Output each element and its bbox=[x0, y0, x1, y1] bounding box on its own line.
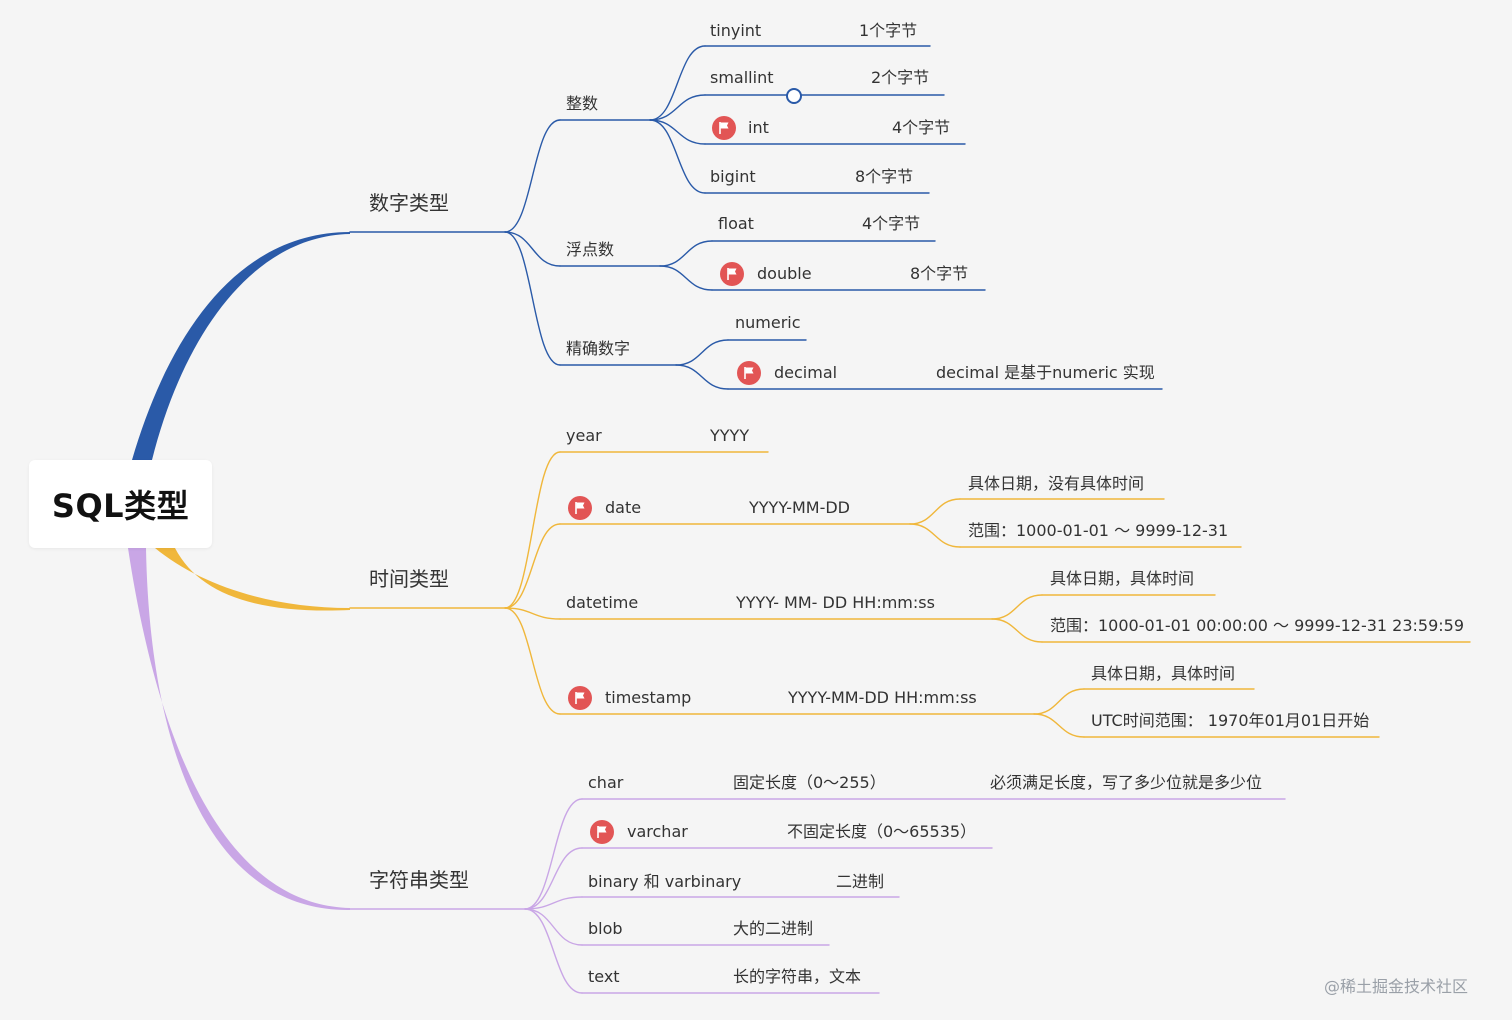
integer-item-size: 4个字节 bbox=[892, 118, 951, 137]
category-numeric[interactable]: 数字类型 bbox=[369, 191, 449, 215]
category-time[interactable]: 时间类型 bbox=[369, 567, 449, 591]
time-item-detail: UTC时间范围： 1970年01月01日开始 bbox=[1091, 711, 1370, 730]
connector bbox=[524, 896, 583, 910]
connector bbox=[524, 908, 583, 946]
exact-item-name[interactable]: numeric bbox=[735, 313, 801, 332]
flag-icon bbox=[712, 116, 736, 140]
time-item-name[interactable]: date bbox=[605, 498, 642, 517]
string-item-name[interactable]: binary 和 varbinary bbox=[588, 872, 742, 891]
connector bbox=[675, 339, 729, 366]
connector bbox=[504, 451, 561, 609]
exact-item-name[interactable]: decimal bbox=[774, 363, 838, 382]
connector bbox=[659, 240, 713, 267]
time-item-format: YYYY- MM- DD HH:mm:ss bbox=[736, 593, 935, 612]
integer-item-name[interactable]: bigint bbox=[710, 167, 756, 186]
time-item-format: YYYY-MM-DD HH:mm:ss bbox=[788, 688, 977, 707]
float-item-name[interactable]: float bbox=[718, 214, 754, 233]
flag-icon bbox=[568, 496, 592, 520]
connector bbox=[504, 523, 561, 609]
string-item-name[interactable]: char bbox=[588, 773, 624, 792]
flag-icon bbox=[737, 361, 761, 385]
branch-band-numeric bbox=[132, 232, 350, 460]
branch-band-string bbox=[128, 548, 350, 911]
subcategory-float[interactable]: 浮点数 bbox=[566, 240, 615, 259]
time-item-detail: 范围：1000-01-01 ～ 9999-12-31 bbox=[968, 521, 1229, 540]
connector bbox=[1033, 713, 1085, 738]
root-node[interactable]: SQL类型 bbox=[29, 460, 212, 548]
connector bbox=[504, 231, 561, 267]
string-item-desc: 长的字符串，文本 bbox=[733, 967, 862, 986]
integer-item-size: 1个字节 bbox=[859, 21, 918, 40]
integer-item-size: 8个字节 bbox=[855, 167, 914, 186]
connector bbox=[524, 908, 583, 994]
flag-icon bbox=[590, 820, 614, 844]
root-title: SQL类型 bbox=[51, 487, 190, 525]
time-item-detail: 具体日期，具体时间 bbox=[1050, 569, 1195, 588]
connector bbox=[524, 847, 583, 910]
string-item-name[interactable]: varchar bbox=[627, 822, 688, 841]
subcategory-exact[interactable]: 精确数字 bbox=[566, 339, 631, 358]
time-item-name[interactable]: timestamp bbox=[605, 688, 692, 707]
connector bbox=[649, 119, 706, 145]
flag-icon bbox=[720, 262, 744, 286]
time-item-format: YYYY bbox=[710, 426, 750, 445]
watermark: @稀土掘金技术社区 bbox=[1324, 977, 1469, 996]
branch-band-time bbox=[155, 548, 350, 611]
time-item-format: YYYY-MM-DD bbox=[749, 498, 850, 517]
string-item-desc: 二进制 bbox=[836, 872, 885, 891]
integer-item-name[interactable]: int bbox=[748, 118, 769, 137]
collapse-toggle[interactable] bbox=[786, 88, 802, 104]
subcategory-integer[interactable]: 整数 bbox=[566, 94, 599, 113]
exact-item-note: decimal 是基于numeric 实现 bbox=[936, 363, 1155, 382]
connector bbox=[504, 119, 561, 233]
integer-item-size: 2个字节 bbox=[871, 68, 930, 87]
time-item-name[interactable]: datetime bbox=[566, 593, 639, 612]
flag-icon bbox=[568, 686, 592, 710]
connector bbox=[504, 231, 561, 366]
connector bbox=[909, 498, 961, 525]
time-item-name[interactable]: year bbox=[566, 426, 602, 445]
float-item-size: 8个字节 bbox=[910, 264, 969, 283]
connector bbox=[909, 523, 961, 548]
string-item-name[interactable]: blob bbox=[588, 919, 623, 938]
time-item-detail: 具体日期，没有具体时间 bbox=[968, 474, 1145, 493]
integer-item-name[interactable]: smallint bbox=[710, 68, 774, 87]
connector bbox=[991, 618, 1043, 643]
connector bbox=[649, 94, 706, 121]
connector bbox=[504, 607, 561, 620]
connector bbox=[659, 265, 713, 291]
integer-item-name[interactable]: tinyint bbox=[710, 21, 762, 40]
string-item-desc: 固定长度（0～255） bbox=[733, 773, 886, 792]
connector bbox=[649, 45, 706, 121]
category-string[interactable]: 字符串类型 bbox=[369, 868, 469, 892]
float-item-name[interactable]: double bbox=[757, 264, 812, 283]
string-item-desc: 大的二进制 bbox=[733, 919, 814, 938]
string-item-name[interactable]: text bbox=[588, 967, 620, 986]
string-item-note: 必须满足长度，写了多少位就是多少位 bbox=[990, 773, 1263, 792]
string-item-desc: 不固定长度（0～65535） bbox=[787, 822, 977, 841]
float-item-size: 4个字节 bbox=[862, 214, 921, 233]
connector bbox=[675, 364, 729, 390]
connector bbox=[991, 594, 1043, 620]
connector bbox=[1033, 688, 1085, 715]
connector bbox=[524, 798, 583, 910]
time-item-detail: 范围：1000-01-01 00:00:00 ～ 9999-12-31 23:5… bbox=[1050, 616, 1465, 635]
connector bbox=[504, 607, 561, 715]
time-item-detail: 具体日期，具体时间 bbox=[1091, 664, 1236, 683]
connector bbox=[649, 119, 706, 194]
